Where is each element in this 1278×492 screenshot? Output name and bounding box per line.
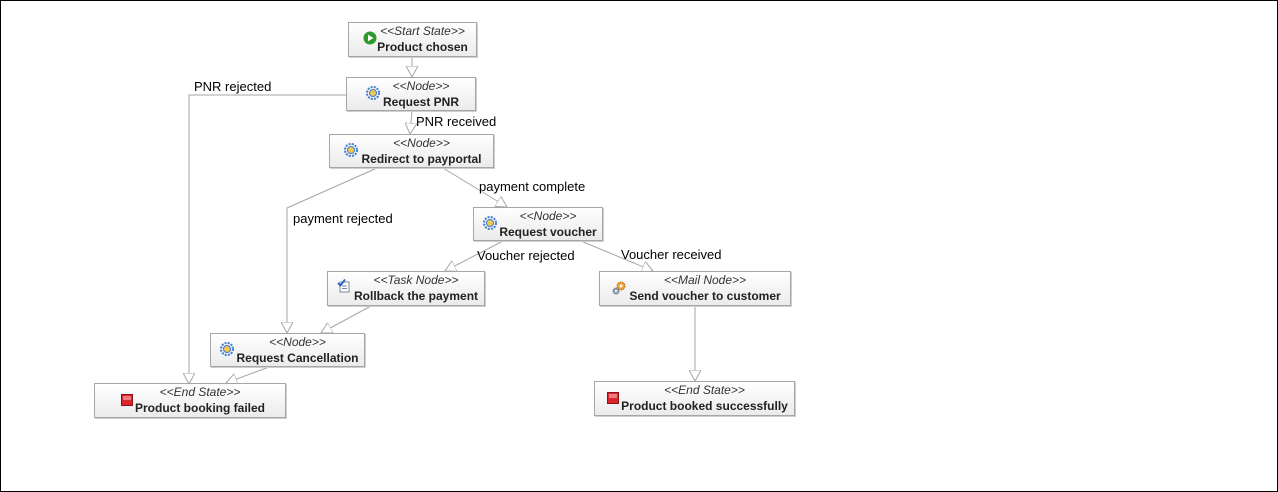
edge-pnr-rejected[interactable]: [189, 94, 346, 384]
edge-label-payment-complete: payment complete: [479, 179, 586, 194]
edge-pnr-received[interactable]: [410, 110, 412, 134]
node-product-booking-failed[interactable]: <<End State>> Product booking failed: [94, 383, 286, 418]
gear-icon: [344, 143, 358, 157]
node-stereotype: <<Task Node>>: [373, 273, 459, 287]
node-label: Send voucher to customer: [629, 289, 781, 303]
node-label: Rollback the payment: [353, 289, 479, 303]
node-label: Product booked successfully: [621, 399, 788, 413]
edge-rollback-to-cancel[interactable]: [321, 305, 372, 333]
edge-cancel-to-end-fail[interactable]: [226, 366, 270, 383]
edge-label-voucher-received: Voucher received: [621, 247, 722, 262]
node-stereotype: <<Node>>: [519, 209, 577, 223]
node-send-voucher-to-customer[interactable]: <<Mail Node>> Send voucher to customer: [599, 271, 791, 306]
node-stereotype: <<End State>>: [664, 383, 745, 397]
node-stereotype: <<Start State>>: [380, 24, 465, 38]
node-stereotype: <<Node>>: [269, 335, 326, 349]
stop-icon: [607, 392, 619, 404]
node-label: Request Cancellation: [236, 351, 359, 365]
node-stereotype: <<End State>>: [159, 385, 241, 399]
node-label: Request PNR: [382, 95, 459, 109]
edge-voucher-received[interactable]: [580, 240, 653, 271]
node-redirect-to-payportal[interactable]: <<Node>> Redirect to payportal: [329, 134, 494, 168]
edge-payment-rejected[interactable]: [287, 167, 378, 333]
edge-label-voucher-rejected: Voucher rejected: [477, 248, 575, 263]
edge-payment-complete[interactable]: [442, 167, 507, 207]
edge-label-pnr-rejected: PNR rejected: [194, 79, 272, 94]
node-label: Product chosen: [377, 40, 468, 54]
node-request-cancellation[interactable]: <<Node>> Request Cancellation: [210, 333, 365, 367]
mail-gears-icon: [612, 281, 626, 295]
node-product-chosen[interactable]: <<Start State>> Product chosen: [348, 22, 477, 57]
node-label: Request voucher: [499, 225, 597, 239]
node-stereotype: <<Node>>: [392, 79, 450, 93]
gear-icon: [483, 216, 497, 230]
node-request-voucher[interactable]: <<Node>> Request voucher: [473, 207, 603, 241]
node-label: Redirect to payportal: [361, 152, 482, 166]
node-label: Product booking failed: [134, 401, 265, 415]
gear-icon: [366, 86, 380, 100]
play-icon: [363, 31, 377, 45]
node-request-pnr[interactable]: <<Node>> Request PNR: [346, 77, 476, 111]
gear-icon: [220, 342, 234, 356]
node-stereotype: <<Node>>: [393, 136, 450, 150]
stop-icon: [121, 394, 133, 406]
edge-voucher-rejected[interactable]: [445, 240, 504, 271]
edge-label-payment-rejected: payment rejected: [293, 211, 393, 226]
node-product-booked-successfully[interactable]: <<End State>> Product booked successfull…: [594, 381, 795, 416]
edge-label-pnr-received: PNR received: [416, 114, 497, 129]
task-checklist-icon: [337, 279, 350, 293]
node-rollback-the-payment[interactable]: <<Task Node>> Rollback the payment: [327, 271, 485, 306]
node-stereotype: <<Mail Node>>: [663, 273, 747, 287]
